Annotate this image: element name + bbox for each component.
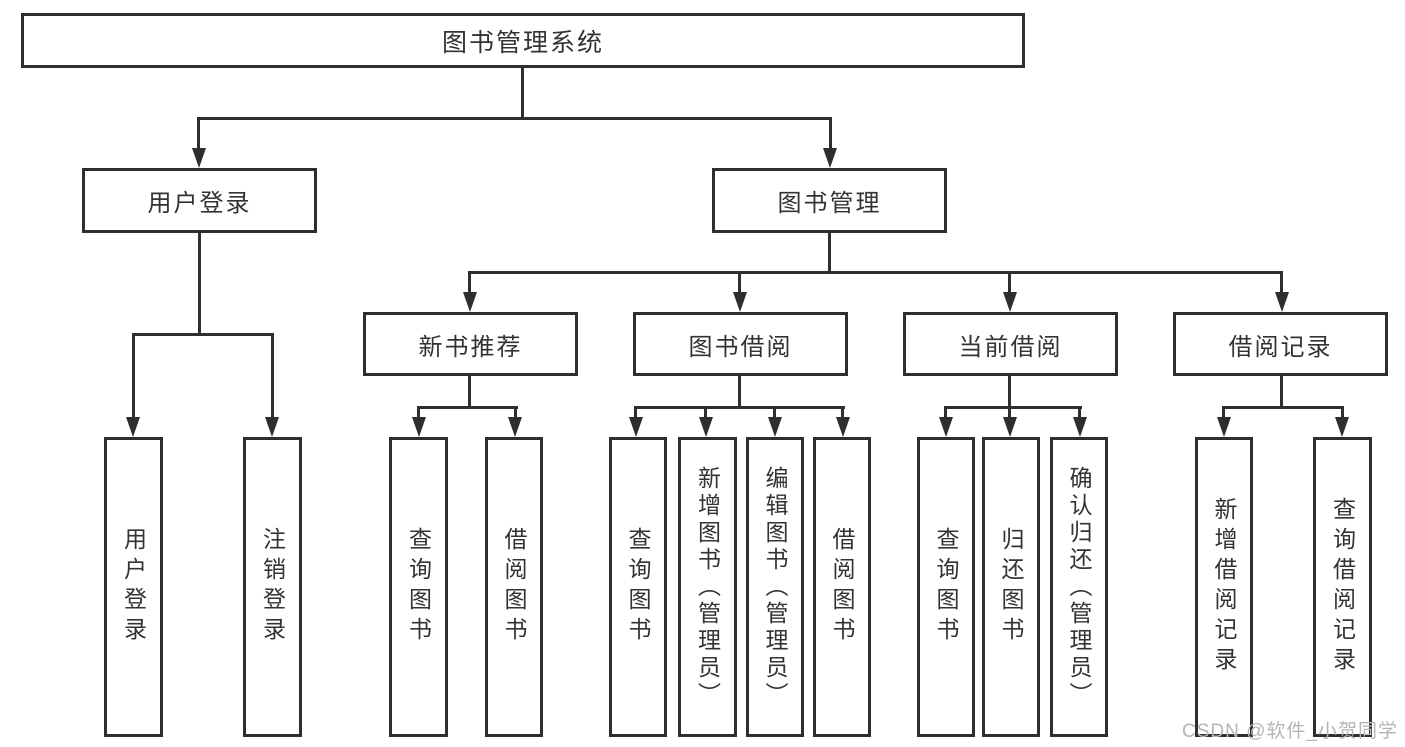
leaf-query-books-current: 查询图书 — [917, 437, 975, 737]
leaf-query-books-recommend: 查询图书 — [389, 437, 448, 737]
leaf-label: 注销登录 — [259, 527, 286, 647]
node-label: 新书推荐 — [418, 333, 523, 361]
connector-root-stem — [521, 66, 524, 119]
leaf-label: 查询图书 — [405, 527, 432, 647]
node-label: 当前借阅 — [958, 333, 1063, 361]
node-label: 图书借阅 — [688, 333, 793, 361]
node-label: 图书管理 — [777, 190, 882, 217]
connector-to-leaf — [417, 406, 420, 418]
connector-to-leaf — [514, 406, 517, 418]
leaf-label: 借阅图书 — [501, 527, 527, 647]
leaf-add-book-admin: 新增图书（管理员） — [678, 437, 737, 737]
connector-to-leaf — [1222, 406, 1225, 418]
leaf-add-borrow-record: 新增借阅记录 — [1195, 437, 1253, 737]
leaf-label: 借阅图书 — [829, 527, 855, 647]
node-label: 用户登录 — [147, 190, 252, 217]
connector-to-user-login — [197, 119, 200, 149]
arrowhead-to-leaf — [508, 417, 522, 437]
connector-to-leaf — [1341, 406, 1344, 418]
leaf-label: 查询借阅记录 — [1329, 497, 1356, 677]
node-library-management-system: 图书管理系统 — [21, 13, 1025, 68]
arrowhead-to-book-management — [823, 148, 837, 168]
leaf-label: 归还图书 — [998, 527, 1024, 647]
connector-new-book-recommend-crossbar — [417, 406, 518, 409]
arrowhead-to-current-borrow — [1003, 292, 1017, 312]
arrowhead-to-leaf — [1003, 417, 1017, 437]
connector-to-leaf-logout — [271, 335, 274, 417]
node-label: 借阅记录 — [1228, 333, 1333, 361]
arrowhead-to-borrow-records — [1275, 292, 1289, 312]
connector-book-management-stem — [828, 231, 831, 273]
connector-to-new-book-recommend — [468, 273, 471, 293]
node-new-book-recommend: 新书推荐 — [363, 312, 578, 376]
connector-to-leaf — [1078, 406, 1081, 418]
leaf-logout: 注销登录 — [243, 437, 302, 737]
arrowhead-to-new-book-recommend — [463, 292, 477, 312]
leaf-borrow-books: 借阅图书 — [813, 437, 871, 737]
connector-current-borrow-stem — [1008, 375, 1011, 408]
leaf-query-books-borrow: 查询图书 — [609, 437, 667, 737]
arrowhead-to-leaf — [412, 417, 426, 437]
arrowhead-to-leaf-user-login — [126, 417, 140, 437]
connector-to-leaf — [1008, 406, 1011, 418]
connector-to-book-management — [829, 119, 832, 149]
connector-to-leaf — [773, 406, 776, 418]
leaf-label: 新增图书（管理员） — [694, 465, 721, 709]
leaf-user-login: 用户登录 — [104, 437, 163, 737]
leaf-label: 新增借阅记录 — [1211, 497, 1237, 677]
leaf-borrow-books-recommend: 借阅图书 — [485, 437, 543, 737]
leaf-edit-book-admin: 编辑图书（管理员） — [746, 437, 804, 737]
leaf-return-book: 归还图书 — [982, 437, 1040, 737]
connector-to-current-borrow — [1008, 273, 1011, 293]
node-book-management: 图书管理 — [712, 168, 947, 233]
arrowhead-to-leaf — [836, 417, 850, 437]
connector-to-book-borrow — [738, 273, 741, 293]
arrowhead-to-leaf — [1217, 417, 1231, 437]
node-current-borrow: 当前借阅 — [903, 312, 1118, 376]
connector-to-leaf — [944, 406, 947, 418]
leaf-label: 编辑图书（管理员） — [762, 465, 788, 709]
node-book-borrow: 图书借阅 — [633, 312, 848, 376]
node-user-login: 用户登录 — [82, 168, 317, 233]
arrowhead-to-book-borrow — [733, 292, 747, 312]
arrowhead-to-user-login — [192, 148, 206, 168]
arrowhead-to-leaf-logout — [265, 417, 279, 437]
connector-to-leaf-user-login — [132, 335, 135, 417]
leaf-label: 确认归还（管理员） — [1066, 465, 1092, 709]
arrowhead-to-leaf — [1073, 417, 1087, 437]
connector-borrow-records-crossbar — [1222, 406, 1344, 409]
connector-to-leaf — [634, 406, 637, 418]
arrowhead-to-leaf — [768, 417, 782, 437]
connector-user-login-stem — [198, 231, 201, 335]
node-label: 图书管理系统 — [441, 28, 604, 57]
csdn-watermark: CSDN @软件_小贺同学 — [1182, 721, 1398, 742]
connector-borrow-records-stem — [1280, 375, 1283, 408]
connector-to-leaf — [841, 406, 844, 418]
leaf-label: 用户登录 — [120, 527, 147, 647]
arrowhead-to-leaf — [939, 417, 953, 437]
connector-to-borrow-records — [1280, 273, 1283, 293]
arrowhead-to-leaf — [629, 417, 643, 437]
leaf-confirm-return-admin: 确认归还（管理员） — [1050, 437, 1108, 737]
connector-root-crossbar — [197, 117, 832, 120]
connector-current-borrow-crossbar — [944, 406, 1082, 409]
connector-book-borrow-crossbar — [634, 406, 845, 409]
arrowhead-to-leaf — [1335, 417, 1349, 437]
connector-book-management-crossbar — [468, 271, 1283, 274]
leaf-query-borrow-record: 查询借阅记录 — [1313, 437, 1372, 737]
leaf-label: 查询图书 — [933, 527, 959, 647]
connector-to-leaf — [704, 406, 707, 418]
arrowhead-to-leaf — [699, 417, 713, 437]
connector-new-book-recommend-stem — [468, 375, 471, 408]
node-borrow-records: 借阅记录 — [1173, 312, 1388, 376]
connector-user-login-crossbar — [132, 333, 274, 336]
connector-book-borrow-stem — [738, 375, 741, 408]
leaf-label: 查询图书 — [625, 527, 651, 647]
